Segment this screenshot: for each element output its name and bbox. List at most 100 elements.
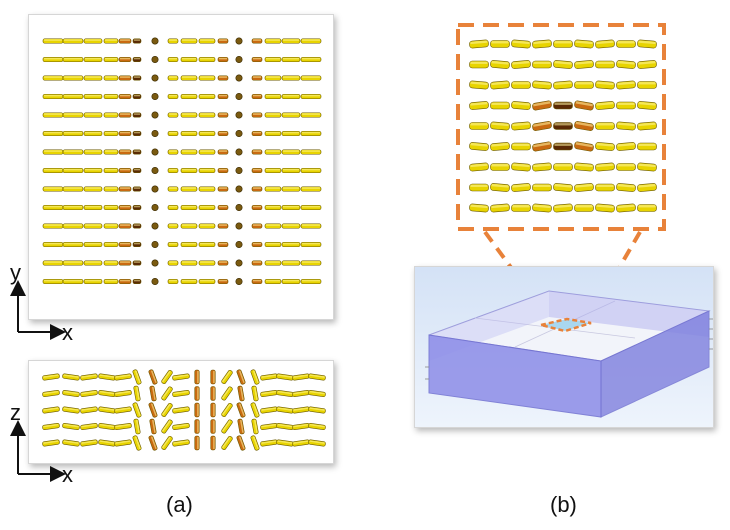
nanorod xyxy=(83,75,103,81)
nanorod xyxy=(148,369,158,385)
side-view-panel xyxy=(28,360,334,464)
nanorod xyxy=(98,373,116,381)
nanorod xyxy=(198,278,216,285)
nanorod xyxy=(264,223,282,229)
nanorod xyxy=(281,149,301,155)
nanorod xyxy=(172,423,190,430)
nanorod-end xyxy=(235,130,243,138)
nanorod xyxy=(83,38,103,44)
nanorod xyxy=(637,81,657,89)
nanorod xyxy=(148,402,158,418)
nanorod xyxy=(616,183,636,192)
nanorod xyxy=(103,38,119,44)
nanorod xyxy=(198,241,216,248)
nanorod xyxy=(167,75,179,81)
nanorod xyxy=(83,223,103,229)
nanorod xyxy=(118,260,132,266)
nanorod xyxy=(98,390,116,397)
nanorod xyxy=(114,439,132,447)
nanorod xyxy=(251,130,263,137)
nanorod xyxy=(595,122,615,130)
nanorod xyxy=(42,406,60,414)
nanorod xyxy=(167,186,179,192)
nanorod xyxy=(198,167,216,174)
nanorod xyxy=(83,260,103,266)
nanorod xyxy=(132,75,142,81)
nanorod xyxy=(300,75,322,81)
nanorod xyxy=(553,142,573,151)
nanorod xyxy=(194,386,200,401)
nanorod xyxy=(62,278,84,285)
nanorod xyxy=(217,149,229,155)
nanorod xyxy=(103,167,119,174)
nanorod xyxy=(264,149,282,155)
nanorod-end xyxy=(151,148,159,156)
nanorod xyxy=(217,93,229,100)
nanorod xyxy=(80,390,98,397)
simulation-box-panel xyxy=(414,266,714,428)
nanorod xyxy=(553,40,573,48)
nanorod xyxy=(118,223,132,229)
nanorod xyxy=(180,260,198,266)
nanorod xyxy=(574,121,594,131)
nanorod xyxy=(167,278,179,285)
nanorod xyxy=(83,186,103,192)
nanorod xyxy=(98,439,116,447)
nanorod xyxy=(595,80,615,90)
caption-b: (b) xyxy=(550,492,577,517)
nanorod xyxy=(194,419,200,434)
nanorod xyxy=(532,203,552,213)
nanorod xyxy=(198,186,216,192)
nanorod xyxy=(281,167,301,174)
nanorod xyxy=(210,435,216,451)
nanorod xyxy=(103,112,119,118)
nanorod-end xyxy=(151,130,159,138)
nanorod-end xyxy=(151,55,159,63)
nanorod xyxy=(62,223,84,229)
nanorod xyxy=(511,121,531,131)
nanorod xyxy=(167,260,179,266)
nanorod xyxy=(292,439,310,447)
nanorod xyxy=(595,162,615,172)
nanorod xyxy=(118,93,132,100)
nanorod xyxy=(62,56,84,63)
nanorod xyxy=(595,60,615,69)
nanorod xyxy=(532,162,552,172)
nanorod xyxy=(553,183,573,192)
nanorod xyxy=(251,112,263,118)
nanorod xyxy=(118,186,132,192)
nanorod xyxy=(198,223,216,229)
nanorod-end xyxy=(151,222,159,230)
nanorod-end xyxy=(151,74,159,82)
nanorod xyxy=(118,241,132,248)
nanorod xyxy=(292,406,310,414)
nanorod xyxy=(616,163,636,171)
nanorod xyxy=(574,162,594,172)
nanorod xyxy=(180,186,198,192)
nanorod xyxy=(167,149,179,155)
nanorod xyxy=(251,186,263,192)
nanorod xyxy=(308,423,326,430)
nanorod xyxy=(198,112,216,118)
nanorod xyxy=(118,278,132,285)
nanorod xyxy=(308,390,326,397)
nanorod xyxy=(511,204,531,212)
nanorod xyxy=(637,101,657,110)
nanorod xyxy=(221,386,233,401)
nanorod xyxy=(264,75,282,81)
nanorod xyxy=(103,56,119,63)
nanorod xyxy=(118,130,132,137)
nanorod xyxy=(180,204,198,211)
nanorod xyxy=(511,101,531,110)
nanorod-end xyxy=(235,167,243,175)
top-view-rods xyxy=(42,37,322,285)
nanorod xyxy=(132,402,142,418)
nanorod xyxy=(103,278,119,285)
nanorod xyxy=(132,186,142,192)
nanorod xyxy=(103,260,119,266)
nanorod xyxy=(217,260,229,266)
x-axis-label: x xyxy=(62,320,73,345)
nanorod xyxy=(553,80,573,90)
nanorod xyxy=(300,260,322,266)
nanorod xyxy=(251,167,263,174)
